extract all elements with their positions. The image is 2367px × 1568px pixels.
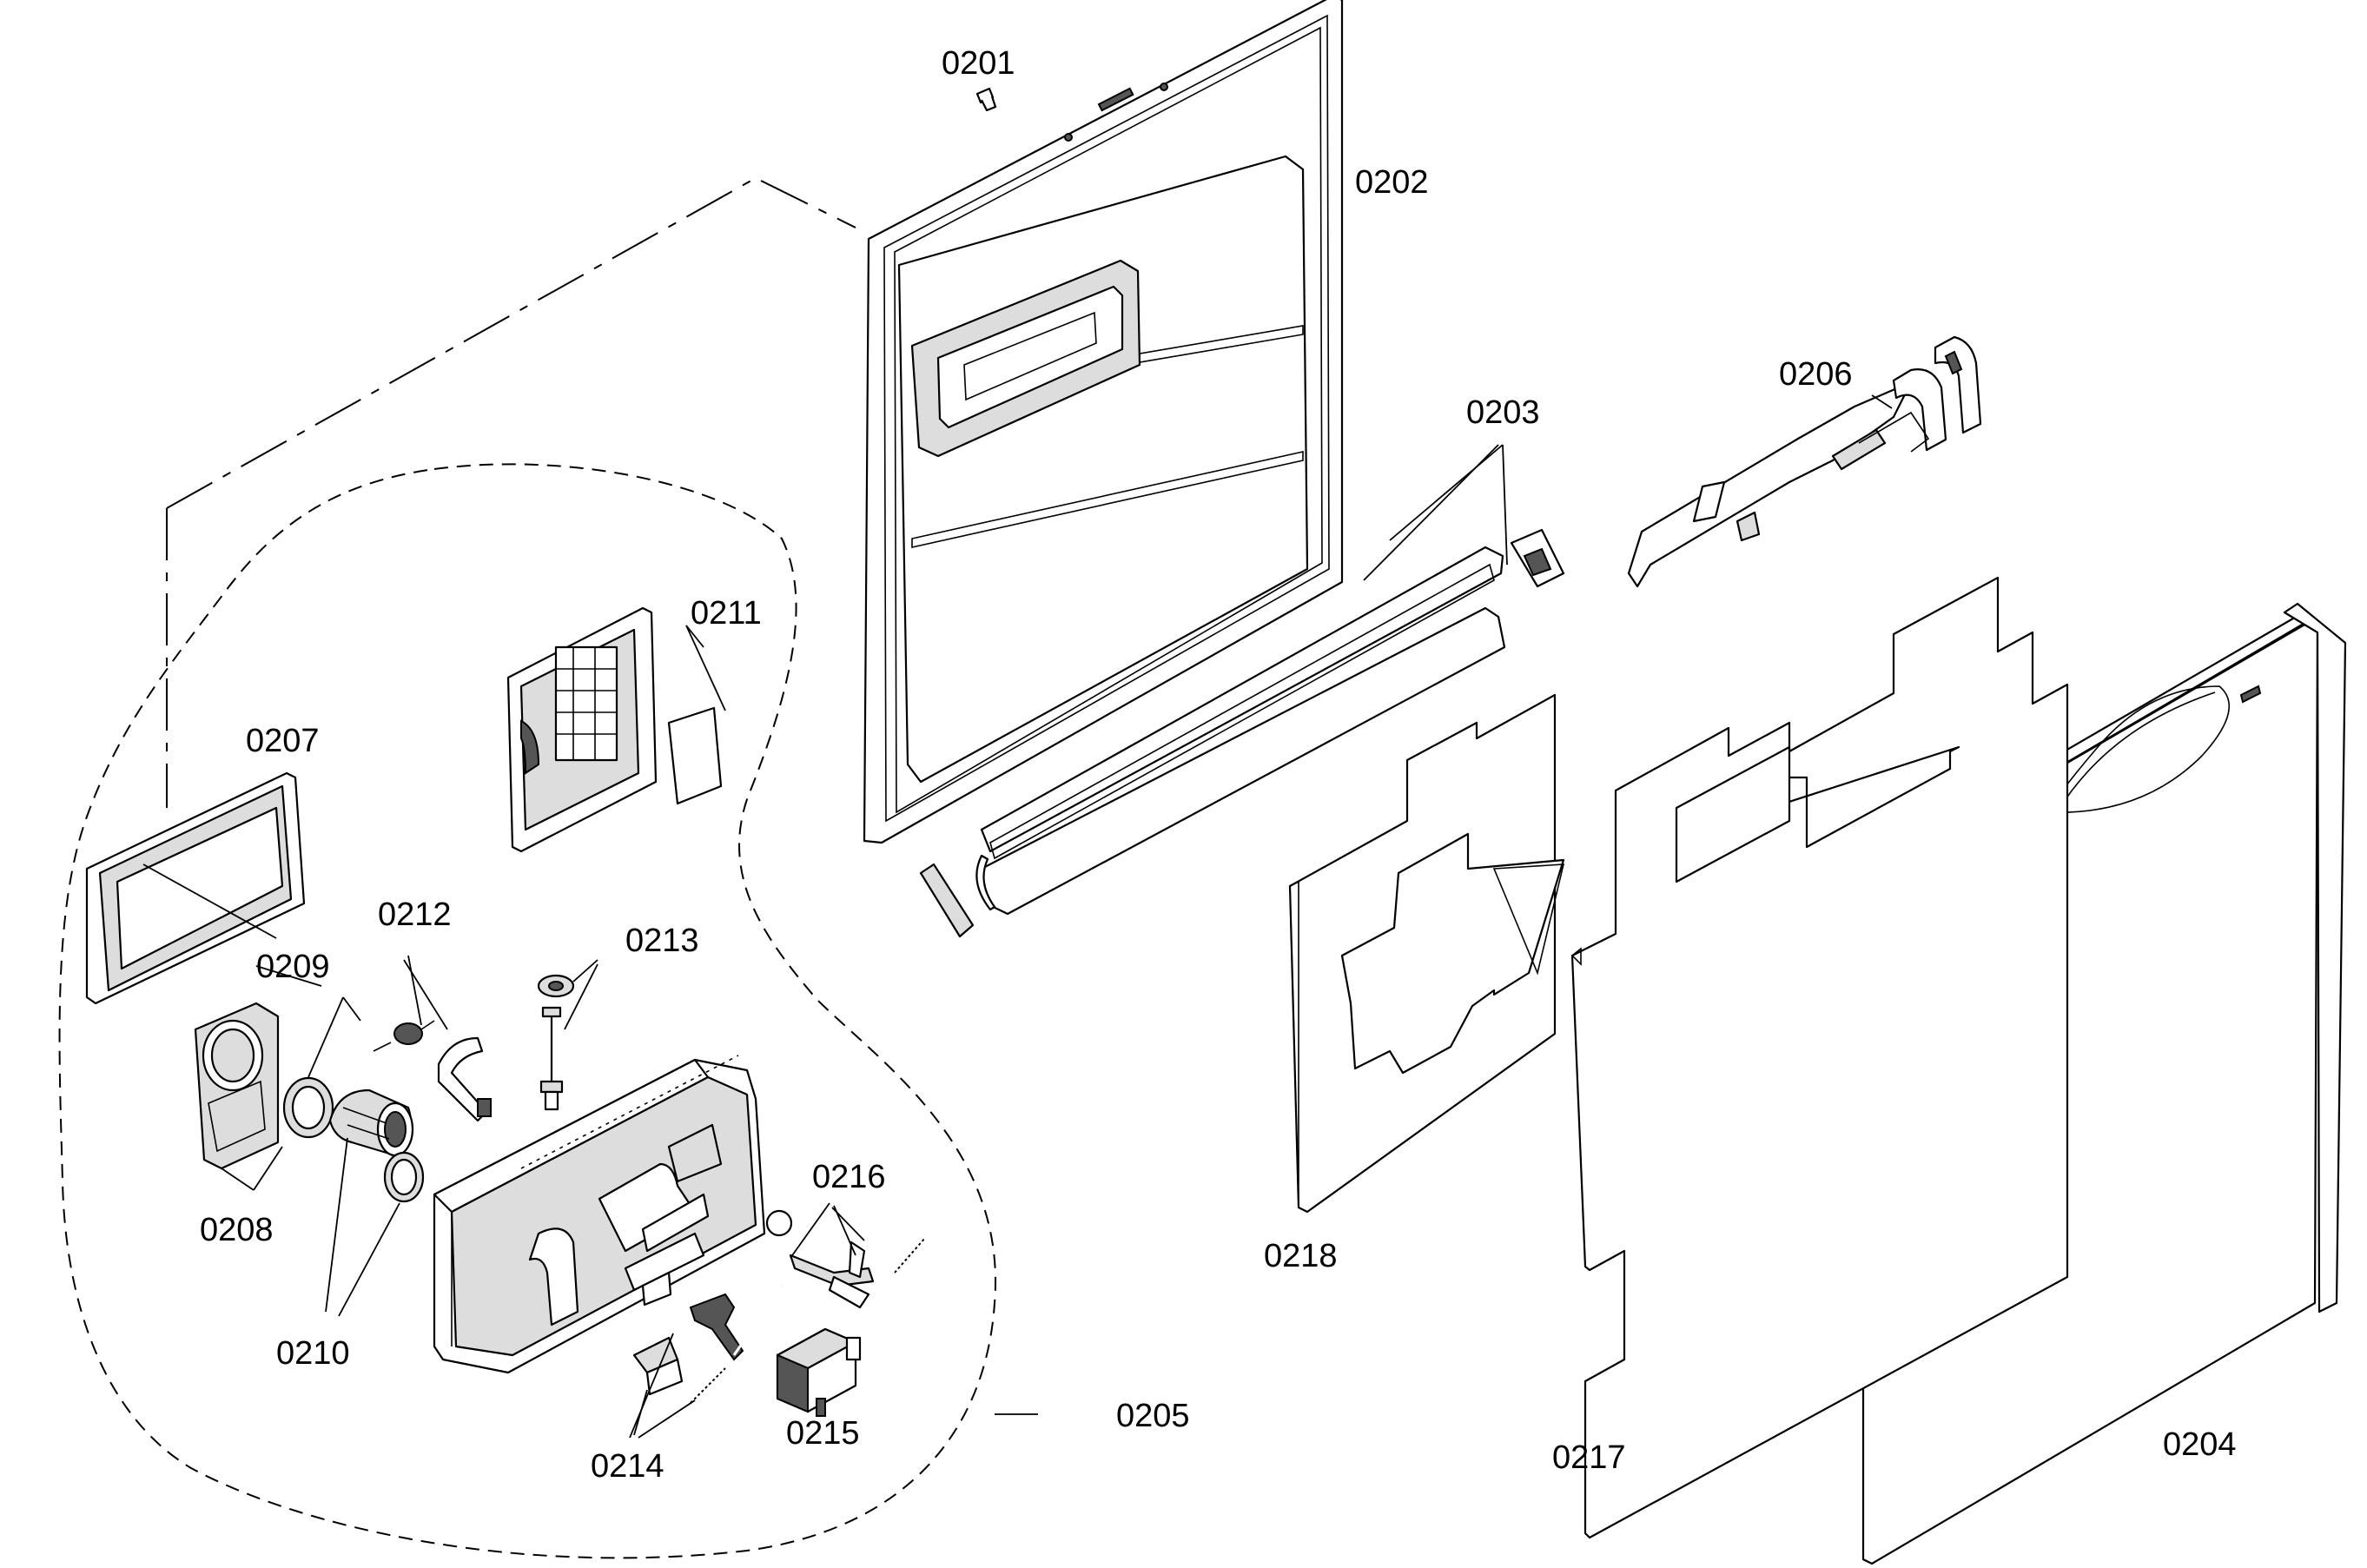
pawl-spring [894, 1237, 926, 1274]
window-frame [85, 771, 306, 1005]
part-labels: 0201 0202 0203 0204 0205 0206 0207 0208 … [200, 45, 2237, 1485]
label-0201: 0201 [942, 45, 1015, 82]
label-0215: 0215 [786, 1415, 860, 1452]
insulation-panel-large [1570, 576, 2069, 1539]
insulation-panel-small [1288, 693, 1565, 1214]
pin [539, 1006, 564, 1111]
label-0207: 0207 [246, 723, 320, 759]
seal-ring [282, 1076, 334, 1139]
door-switch [776, 1327, 862, 1417]
label-0208: 0208 [200, 1212, 274, 1248]
leader-lines [142, 394, 1893, 1439]
label-0218: 0218 [1264, 1238, 1338, 1274]
filter-pad [667, 706, 723, 805]
label-0205: 0205 [1116, 1398, 1190, 1434]
pawl [789, 1241, 875, 1309]
latch-spring [690, 1367, 726, 1404]
assembly-boundary [58, 463, 997, 1559]
inner-door-panel [863, 0, 1344, 844]
lens-cover [194, 1002, 280, 1170]
ball [765, 1209, 793, 1237]
label-0203: 0203 [1466, 394, 1540, 431]
screw [975, 87, 997, 112]
label-0212: 0212 [378, 896, 452, 933]
dispenser-housing [433, 1055, 766, 1374]
label-0210: 0210 [276, 1335, 350, 1372]
phantom-line-top [166, 176, 856, 509]
label-0211: 0211 [691, 595, 762, 632]
lid-lever [437, 1036, 492, 1122]
label-0204: 0204 [2163, 1426, 2237, 1463]
label-0202: 0202 [1355, 164, 1429, 201]
lid-spring [373, 1020, 435, 1052]
washer [537, 974, 575, 998]
grille-housing [506, 606, 658, 853]
label-0213: 0213 [625, 923, 699, 959]
label-0214: 0214 [591, 1448, 664, 1485]
latch-slide [632, 1336, 684, 1396]
label-0217: 0217 [1552, 1439, 1626, 1476]
label-0209: 0209 [256, 949, 330, 985]
label-0216: 0216 [812, 1159, 886, 1195]
latch-lever [689, 1285, 783, 1361]
hinge [1627, 335, 1982, 588]
rinse-nozzle [328, 1088, 414, 1157]
label-0206: 0206 [1779, 356, 1853, 393]
trim-strip [919, 528, 1565, 938]
nozzle-ring [383, 1151, 425, 1203]
